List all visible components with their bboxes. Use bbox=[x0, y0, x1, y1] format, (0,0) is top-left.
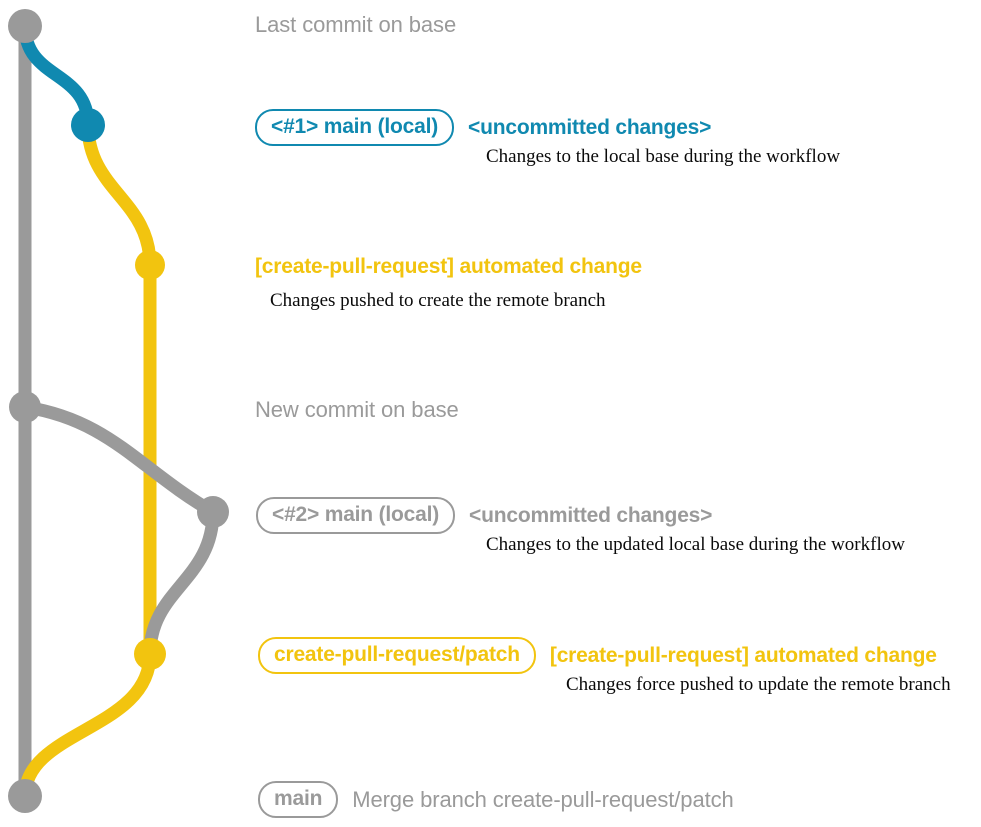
branch-badge-local-main-2[interactable]: <#2> main (local) bbox=[256, 497, 456, 534]
commit-message-automated-change-2: [create-pull-request] automated change bbox=[549, 643, 937, 667]
description-automated-change-1: Changes pushed to create the remote bran… bbox=[270, 290, 606, 311]
row-automated-change-2: create-pull-request/patch [create-pull-r… bbox=[258, 637, 937, 674]
description-automated-change-2: Changes force pushed to update the remot… bbox=[566, 674, 951, 695]
commit-node-local-2 bbox=[197, 496, 229, 528]
branch-badge-main[interactable]: main bbox=[258, 781, 339, 818]
commit-node-base-head bbox=[8, 9, 42, 43]
row-automated-change-1: [create-pull-request] automated change bbox=[255, 255, 642, 279]
branch-badge-create-pull-request-patch[interactable]: create-pull-request/patch bbox=[258, 637, 536, 674]
commit-node-patch-2 bbox=[134, 638, 166, 670]
description-local-main-1: Changes to the local base during the wor… bbox=[486, 146, 841, 167]
row-merge-commit: main Merge branch create-pull-request/pa… bbox=[258, 781, 734, 818]
local-branch-line-2 bbox=[18, 400, 220, 519]
row-last-commit-on-base: Last commit on base bbox=[255, 13, 456, 37]
patch-merge-line bbox=[18, 647, 157, 803]
branch-badge-local-main-1[interactable]: <#1> main (local) bbox=[255, 109, 455, 146]
last-commit-on-base-label: Last commit on base bbox=[255, 12, 457, 37]
row-new-commit-on-base: New commit on base bbox=[255, 398, 459, 422]
commit-node-local-1 bbox=[71, 108, 105, 142]
commit-message-local-main-1: <uncommitted changes> bbox=[468, 115, 712, 139]
commit-node-merge bbox=[8, 779, 42, 813]
commit-message-local-main-2: <uncommitted changes> bbox=[469, 503, 713, 527]
commit-node-patch-1 bbox=[135, 250, 165, 280]
commit-node-base-new bbox=[9, 391, 41, 423]
row-local-main-2: <#2> main (local) <uncommitted changes> bbox=[256, 497, 712, 534]
description-local-main-2: Changes to the updated local base during… bbox=[486, 534, 905, 555]
commit-message-merge: Merge branch create-pull-request/patch bbox=[352, 786, 734, 812]
new-commit-on-base-label: New commit on base bbox=[255, 397, 459, 422]
row-local-main-1: <#1> main (local) <uncommitted changes> bbox=[255, 109, 711, 146]
commit-message-automated-change-1: [create-pull-request] automated change bbox=[255, 255, 642, 278]
local-to-patch-line bbox=[143, 505, 220, 661]
local-branch-line-1 bbox=[18, 19, 95, 132]
patch-branch-line-1 bbox=[81, 118, 157, 661]
